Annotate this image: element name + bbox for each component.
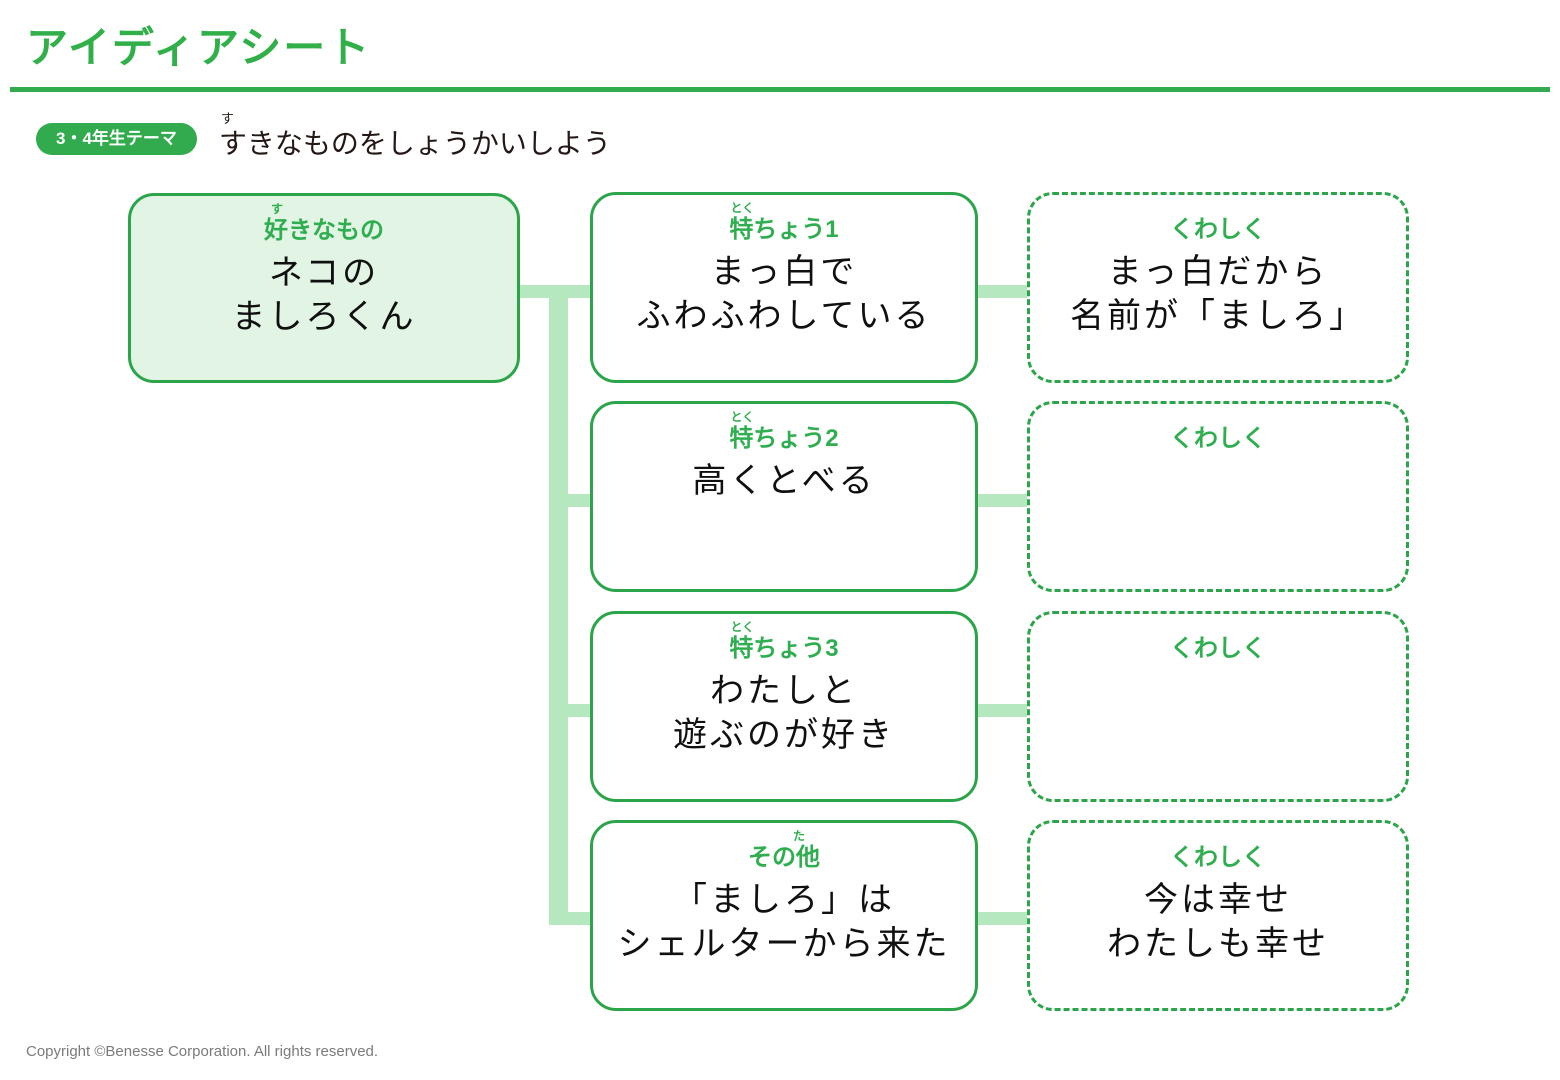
connector-trunk	[549, 285, 568, 925]
detail-label-text-3: くわしく	[1170, 635, 1266, 662]
theme-row: 3・4年生テーマ す すきなものをしょうかいしよう	[36, 110, 611, 158]
detail-box-4[interactable]: くわしく 今は幸せ わたしも幸せ	[1027, 820, 1409, 1011]
detail-label-text-4: くわしく	[1170, 844, 1266, 871]
feature-ruby-1: とく	[730, 201, 755, 215]
feature-label-text-2: 特ちょう2	[729, 425, 839, 452]
connector-detail-1	[975, 285, 1030, 298]
feature-content-1[interactable]: まっ白で ふわふわしている	[636, 252, 932, 336]
favorite-thing-label: す 好きなもの	[264, 203, 384, 244]
detail-content-1[interactable]: まっ白だから 名前が「ましろ」	[1070, 252, 1366, 336]
connector-branch-1	[549, 285, 594, 298]
detail-label-text-1: くわしく	[1170, 216, 1266, 243]
detail-box-3[interactable]: くわしく	[1027, 611, 1409, 802]
page-title: アイディアシート	[26, 24, 372, 71]
favorite-thing-ruby: す	[270, 202, 283, 216]
connector-detail-3	[975, 704, 1030, 717]
feature-label-3: とく 特ちょう3	[729, 621, 839, 662]
feature-box-4[interactable]: た その他 「ましろ」は シェルターから来た	[590, 820, 978, 1011]
feature-content-2[interactable]: 高くとべる	[692, 461, 876, 502]
detail-box-2[interactable]: くわしく	[1027, 401, 1409, 592]
feature-ruby-3: とく	[730, 620, 755, 634]
favorite-thing-label-text: 好きなもの	[264, 217, 384, 244]
theme-title: す すきなものをしょうかいしよう	[218, 112, 611, 159]
feature-box-3[interactable]: とく 特ちょう3 わたしと 遊ぶのが好き	[590, 611, 978, 802]
feature-ruby-4: た	[792, 829, 805, 843]
favorite-thing-box[interactable]: す 好きなもの ネコの ましろくん	[128, 193, 520, 383]
detail-label-4: くわしく	[1170, 844, 1266, 871]
connector-detail-2	[975, 494, 1030, 507]
header-divider	[10, 87, 1550, 92]
detail-label-3: くわしく	[1170, 635, 1266, 662]
feature-label-1: とく 特ちょう1	[729, 202, 839, 243]
feature-label-text-3: 特ちょう3	[729, 635, 839, 662]
detail-label-text-2: くわしく	[1170, 425, 1266, 452]
grade-theme-badge: 3・4年生テーマ	[36, 123, 197, 155]
connector-branch-2	[549, 494, 594, 507]
theme-title-text: すきなものをしょうかいしよう	[218, 128, 611, 159]
copyright-footer: Copyright ©Benesse Corporation. All righ…	[26, 1043, 379, 1060]
detail-box-1[interactable]: くわしく まっ白だから 名前が「ましろ」	[1027, 192, 1409, 383]
feature-ruby-2: とく	[730, 410, 755, 424]
feature-content-4[interactable]: 「ましろ」は シェルターから来た	[617, 880, 951, 964]
feature-content-3[interactable]: わたしと 遊ぶのが好き	[673, 671, 895, 755]
detail-label-1: くわしく	[1170, 216, 1266, 243]
feature-label-text-1: 特ちょう1	[729, 216, 839, 243]
detail-label-2: くわしく	[1170, 425, 1266, 452]
feature-label-text-4: その他	[748, 844, 820, 871]
connector-branch-3	[549, 704, 594, 717]
connector-detail-4	[975, 912, 1030, 925]
feature-box-1[interactable]: とく 特ちょう1 まっ白で ふわふわしている	[590, 192, 978, 383]
connector-branch-4	[549, 912, 594, 925]
detail-content-4[interactable]: 今は幸せ わたしも幸せ	[1107, 880, 1329, 964]
favorite-thing-content[interactable]: ネコの ましろくん	[231, 253, 417, 337]
feature-box-2[interactable]: とく 特ちょう2 高くとべる	[590, 401, 978, 592]
feature-label-2: とく 特ちょう2	[729, 411, 839, 452]
theme-ruby: す	[220, 111, 234, 126]
feature-label-4: た その他	[748, 830, 820, 871]
